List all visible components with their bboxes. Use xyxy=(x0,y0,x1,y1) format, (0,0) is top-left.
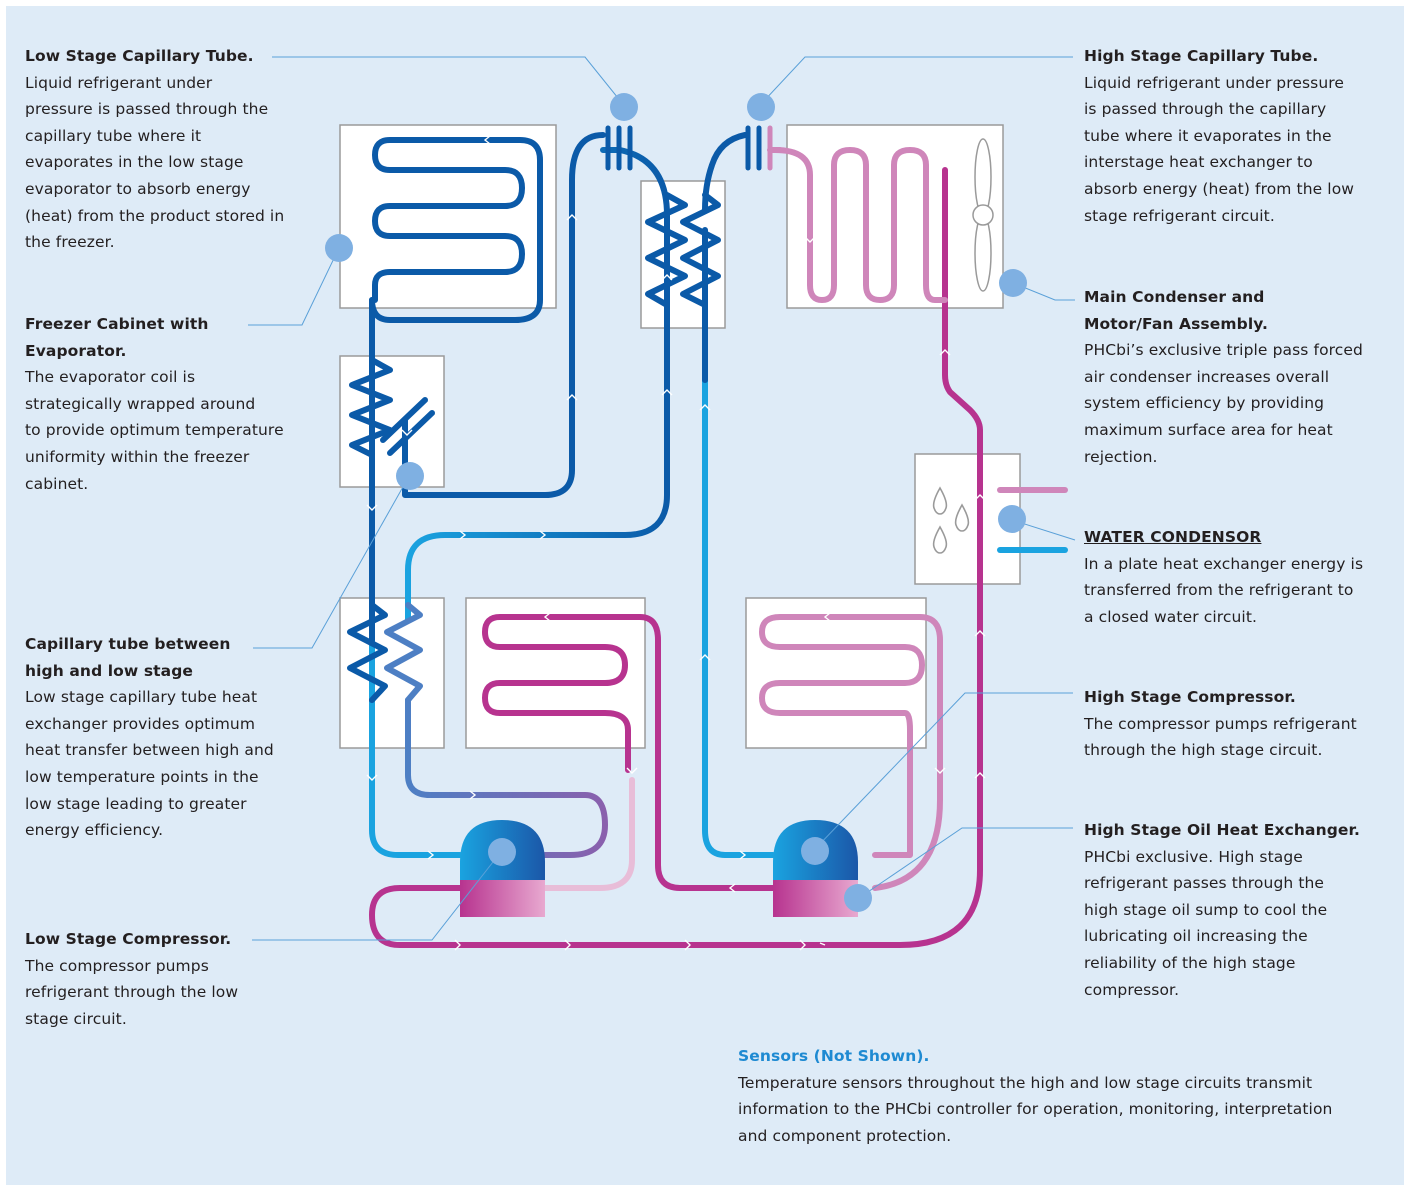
label-body: PHCbi’s exclusive triple pass forced air… xyxy=(1084,341,1363,466)
high-precondenser-coil xyxy=(759,614,943,891)
label-body: PHCbi exclusive. High stage refrigerant … xyxy=(1084,847,1328,999)
flow-arrows xyxy=(366,135,986,951)
callout-dot-condenser xyxy=(999,269,1027,297)
label-high-stage-compressor: High Stage Compressor. The compressor pu… xyxy=(1084,684,1404,764)
label-low-stage-capillary: Low Stage Capillary Tube. Liquid refrige… xyxy=(25,43,325,256)
capillary-symbols xyxy=(605,125,773,171)
callout-dot-high-compressor xyxy=(801,837,829,865)
label-title: Freezer Cabinet with Evaporator. xyxy=(25,315,209,360)
label-title: Low Stage Compressor. xyxy=(25,930,232,948)
low-discharge-line xyxy=(405,147,670,623)
label-water-condensor: WATER CONDENSOR In a plate heat exchange… xyxy=(1084,524,1404,630)
label-title: WATER CONDENSOR xyxy=(1084,528,1262,546)
low-capillary-hx-box xyxy=(339,355,445,488)
high-suction-line xyxy=(702,377,776,858)
label-high-stage-capillary: High Stage Capillary Tube. Liquid refrig… xyxy=(1084,43,1404,229)
label-title: High Stage Capillary Tube. xyxy=(1084,47,1319,65)
high-discharge-line xyxy=(482,614,776,891)
callout-dot-oil-hx xyxy=(844,884,872,912)
label-oil-heat-exchanger: High Stage Oil Heat Exchanger. PHCbi exc… xyxy=(1084,817,1404,1003)
callout-dot-low-capillary xyxy=(610,93,638,121)
fan-icon xyxy=(972,138,994,292)
high-precondenser-box xyxy=(745,597,927,749)
label-title: High Stage Compressor. xyxy=(1084,688,1296,706)
callout-dot-water-condensor xyxy=(998,505,1026,533)
callout-dot-high-capillary xyxy=(747,93,775,121)
zigzag-coils xyxy=(347,192,721,703)
callout-dot-low-compressor xyxy=(488,838,516,866)
low-capillary-line xyxy=(402,132,606,498)
low-suction-line xyxy=(369,637,463,858)
callout-dot-freezer xyxy=(325,234,353,262)
low-desuperheater-box xyxy=(465,597,646,749)
suction-zigzag-left xyxy=(347,602,388,703)
low-capillary-zigzag xyxy=(349,357,393,493)
suction-zigzag-right xyxy=(384,602,423,703)
label-body: Liquid refrigerant under pressure is pas… xyxy=(1084,73,1355,225)
label-body: The compressor pumps refrigerant through… xyxy=(25,956,239,1028)
label-title: Sensors (Not Shown). xyxy=(738,1047,930,1065)
label-body: Liquid refrigerant under pressure is pas… xyxy=(25,73,285,252)
callout-dots xyxy=(325,93,1027,912)
label-title: High Stage Oil Heat Exchanger. xyxy=(1084,821,1361,839)
label-body: The evaporator coil is strategically wra… xyxy=(25,368,284,493)
condenser-serpentine xyxy=(772,147,948,303)
pipes xyxy=(369,132,1068,948)
high-stage-return-loop xyxy=(369,167,983,948)
label-body: In a plate heat exchanger energy is tran… xyxy=(1084,554,1364,626)
label-body: Temperature sensors throughout the high … xyxy=(738,1073,1333,1145)
label-low-stage-compressor: Low Stage Compressor. The compressor pum… xyxy=(25,926,325,1032)
low-stage-compressor xyxy=(460,820,545,917)
label-freezer-cabinet: Freezer Cabinet with Evaporator. The eva… xyxy=(25,311,325,497)
label-sensors: Sensors (Not Shown). Temperature sensors… xyxy=(738,1043,1398,1149)
label-title: Capillary tube between high and low stag… xyxy=(25,635,231,680)
label-title: Main Condenser and Motor/Fan Assembly. xyxy=(1084,288,1268,333)
label-title: Low Stage Capillary Tube. xyxy=(25,47,254,65)
leader-lines xyxy=(248,56,1076,941)
label-main-condenser: Main Condenser and Motor/Fan Assembly. P… xyxy=(1084,284,1404,470)
water-drops-icon xyxy=(932,486,970,554)
low-desuperheater-coil xyxy=(542,777,635,891)
callout-dot-capillary-between xyxy=(396,462,424,490)
label-capillary-between: Capillary tube between high and low stag… xyxy=(25,631,325,844)
label-body: Low stage capillary tube heat exchanger … xyxy=(25,688,274,840)
low-capillary-diagonals xyxy=(380,397,435,456)
low-capillary-return xyxy=(405,697,608,858)
interstage-zigzag-right xyxy=(680,192,721,308)
freezer-evaporator-coil xyxy=(369,137,543,323)
label-body: The compressor pumps refrigerant through… xyxy=(1084,714,1357,760)
interstage-zigzag-left xyxy=(645,192,688,308)
